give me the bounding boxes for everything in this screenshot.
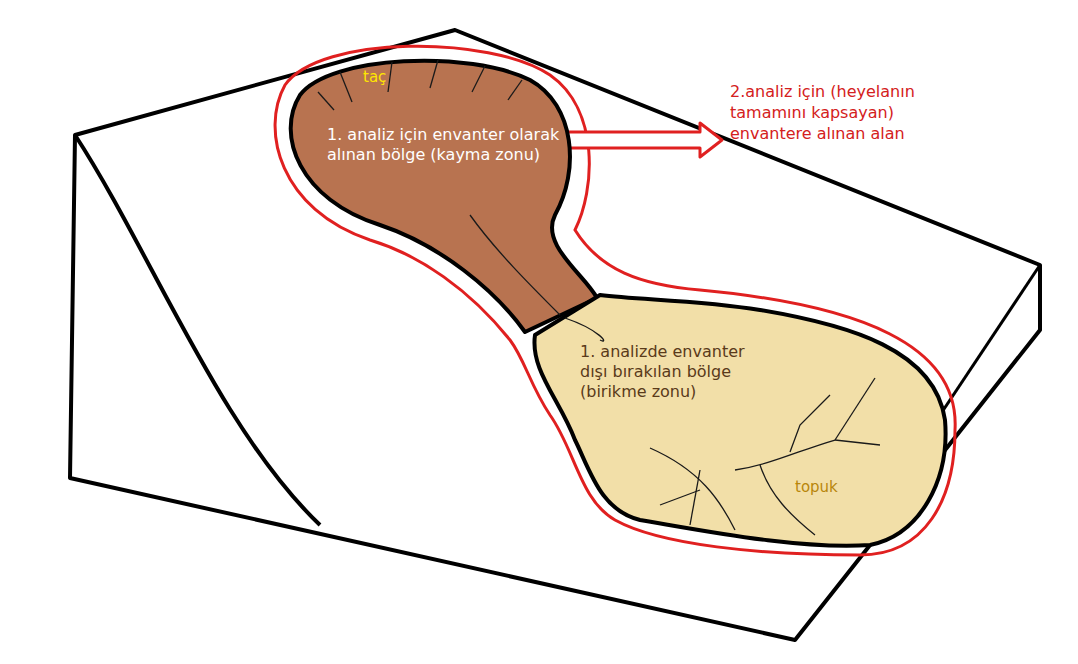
crack-line [318,92,334,110]
crack-line [565,318,604,341]
crack-line [735,440,835,470]
pointer-arrow [557,123,722,157]
sliding-zone: taç 1. analiz için envanter olarak alınan… [270,45,615,340]
crack-line [760,465,815,535]
toe-label: topuk [795,478,865,497]
inventory-note: 2.analiz için (heyelanın tamamını kapsay… [730,82,930,144]
crack-line [650,448,735,530]
crack-line [430,60,438,88]
crack-line [690,470,700,525]
crack-line [660,490,700,505]
crack-line [470,215,560,315]
crack-line [340,72,352,102]
zone-description: 1. analiz için envanter olarak alınan bö… [327,125,567,165]
sliding-zone-shape [270,45,615,340]
crack-line [508,80,522,100]
crack-line [835,440,880,445]
crack-line [790,395,830,452]
zone-description: 1. analizde envanter dışı bırakılan bölg… [580,342,775,402]
crack-line [388,62,392,92]
accumulation-zone: 1. analizde envanter dışı bırakılan bölg… [525,285,955,555]
crack-line [835,378,875,440]
accumulation-zone-shape [525,285,955,555]
full-inventory-outline [275,46,955,555]
crack-line [472,66,485,92]
crown-label: taç [363,68,423,87]
